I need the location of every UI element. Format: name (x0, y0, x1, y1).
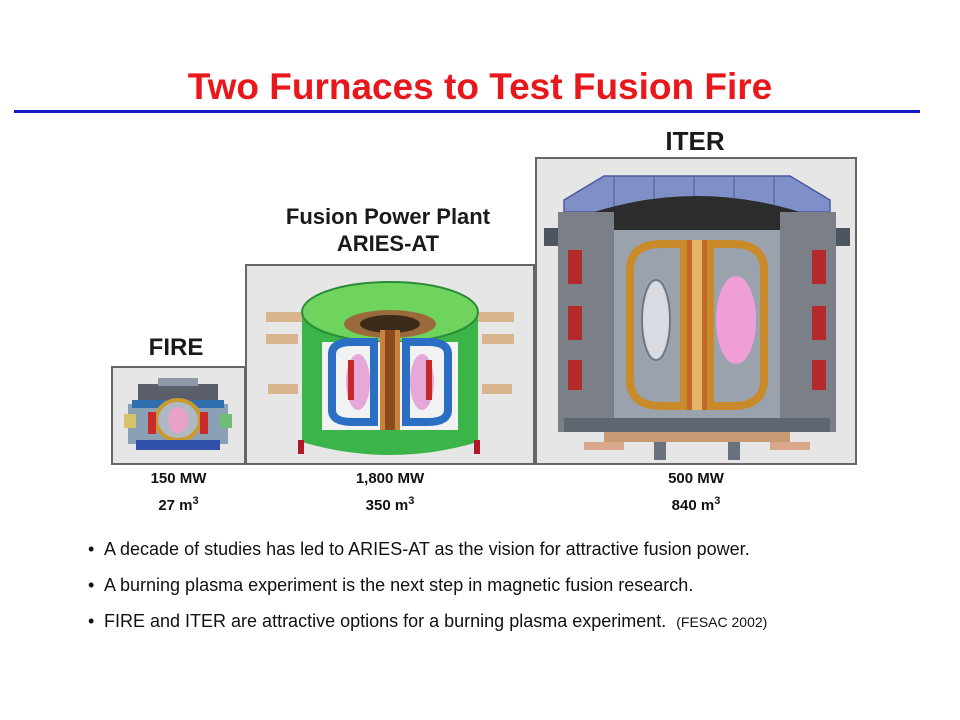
bullet-item-3: • FIRE and ITER are attractive options fo… (88, 610, 928, 633)
citation: (FESAC 2002) (676, 614, 768, 630)
bullet-list: • A decade of studies has led to ARIES-AT… (88, 538, 928, 647)
aries-label-line2: ARIES-AT (336, 231, 440, 256)
aries-label-line1: Fusion Power Plant (285, 204, 491, 229)
iter-volume: 840 m3 (671, 495, 721, 514)
bullet-item-2: • A burning plasma experiment is the next… (88, 574, 928, 596)
bullet-marker: • (88, 611, 95, 631)
title-underline (14, 110, 920, 113)
aries-specs: 1,800 MW 350 m3 (245, 468, 535, 517)
fire-power: 150 MW (150, 470, 207, 487)
iter-label: ITER (665, 126, 725, 156)
fire-tokamak-illustration (124, 378, 232, 450)
bullet-text: A decade of studies has led to ARIES-AT … (104, 539, 750, 559)
fire-specs: 150 MW 27 m3 (111, 468, 246, 517)
iter-tokamak-illustration (544, 175, 850, 460)
bullet-text: A burning plasma experiment is the next … (104, 575, 694, 595)
iter-specs: 500 MW 840 m3 (535, 468, 857, 517)
aries-volume: 350 m3 (365, 495, 415, 514)
fire-label: FIRE (148, 334, 204, 361)
bullet-item-1: • A decade of studies has led to ARIES-AT… (88, 538, 928, 560)
slide-title: Two Furnaces to Test Fusion Fire (187, 66, 773, 107)
aries-at-illustration (266, 281, 514, 455)
aries-power: 1,800 MW (355, 470, 425, 487)
bullet-marker: • (88, 575, 95, 595)
aries-label: Fusion Power Plant ARIES-AT (240, 203, 536, 257)
iter-power: 500 MW (668, 470, 724, 487)
bullet-marker: • (88, 539, 95, 559)
fire-volume: 27 m3 (158, 495, 199, 514)
bullet-text: FIRE and ITER are attractive options for… (104, 611, 667, 631)
